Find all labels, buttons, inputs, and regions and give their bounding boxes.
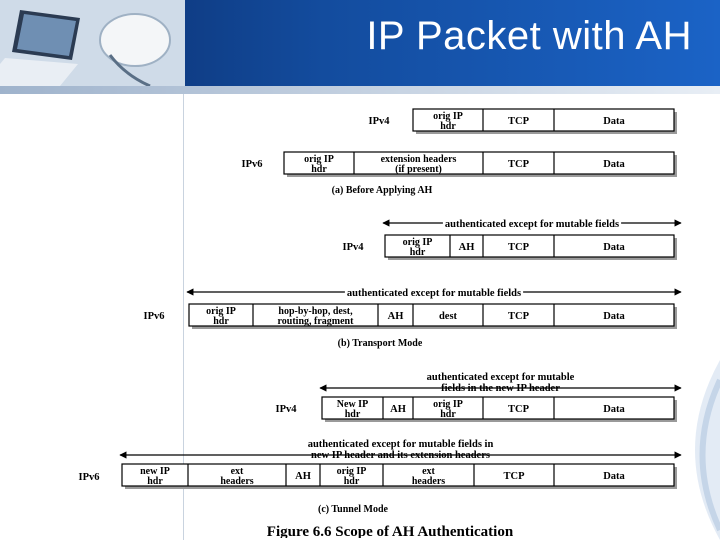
header-photo <box>0 0 185 86</box>
field-row-c-ipv4-4: Data <box>603 404 625 415</box>
slide-title: IP Packet with AH <box>366 14 692 58</box>
label-c-ipv6: IPv6 <box>79 472 100 483</box>
field-row-c-ipv4-3: TCP <box>508 404 530 415</box>
label-a-ipv4: IPv4 <box>369 116 391 127</box>
caption-b: (b) Transport Mode <box>338 338 423 349</box>
caption-a: (a) Before Applying AH <box>332 185 433 196</box>
field-row-b-ipv6-1: hop-by-hop, dest,routing, fragment <box>278 306 355 327</box>
laptop-mouse-illustration <box>0 0 185 86</box>
b-ipv6-label: authenticated except for mutable fields <box>347 288 521 299</box>
field-row-b-ipv4-2: TCP <box>508 242 530 253</box>
field-row-b-ipv6-3: dest <box>439 311 458 322</box>
figure-caption: Figure 6.6 Scope of AH Authentication <box>267 524 514 538</box>
field-row-a-ipv4-1: TCP <box>508 116 530 127</box>
field-row-a-ipv4-2: Data <box>603 116 625 127</box>
field-row-b-ipv4-1: AH <box>459 242 475 253</box>
field-row-c-ipv6-6: Data <box>603 471 625 482</box>
caption-c: (c) Tunnel Mode <box>318 504 389 515</box>
decorative-swoosh <box>695 360 720 540</box>
field-row-b-ipv6-2: AH <box>388 311 404 322</box>
field-row-a-ipv6-2: TCP <box>508 159 530 170</box>
field-row-b-ipv4-3: Data <box>603 242 625 253</box>
label-b-ipv4: IPv4 <box>343 242 365 253</box>
field-row-c-ipv6-2: AH <box>295 471 311 482</box>
c-ipv6-label: authenticated except for mutable fields … <box>308 439 494 461</box>
title-underline-bar <box>0 86 720 94</box>
label-b-ipv6: IPv6 <box>144 311 165 322</box>
field-row-b-ipv6-5: Data <box>603 311 625 322</box>
field-row-a-ipv6-3: Data <box>603 159 625 170</box>
field-row-c-ipv6-5: TCP <box>504 471 526 482</box>
b-ipv4-label: authenticated except for mutable fields <box>445 219 619 230</box>
left-divider-line <box>183 94 184 540</box>
field-row-a-ipv6-1: extension headers(if present) <box>381 154 457 175</box>
field-row-b-ipv6-4: TCP <box>508 311 530 322</box>
label-c-ipv4: IPv4 <box>276 404 298 415</box>
label-a-ipv6: IPv6 <box>242 159 263 170</box>
field-row-c-ipv4-1: AH <box>390 404 406 415</box>
